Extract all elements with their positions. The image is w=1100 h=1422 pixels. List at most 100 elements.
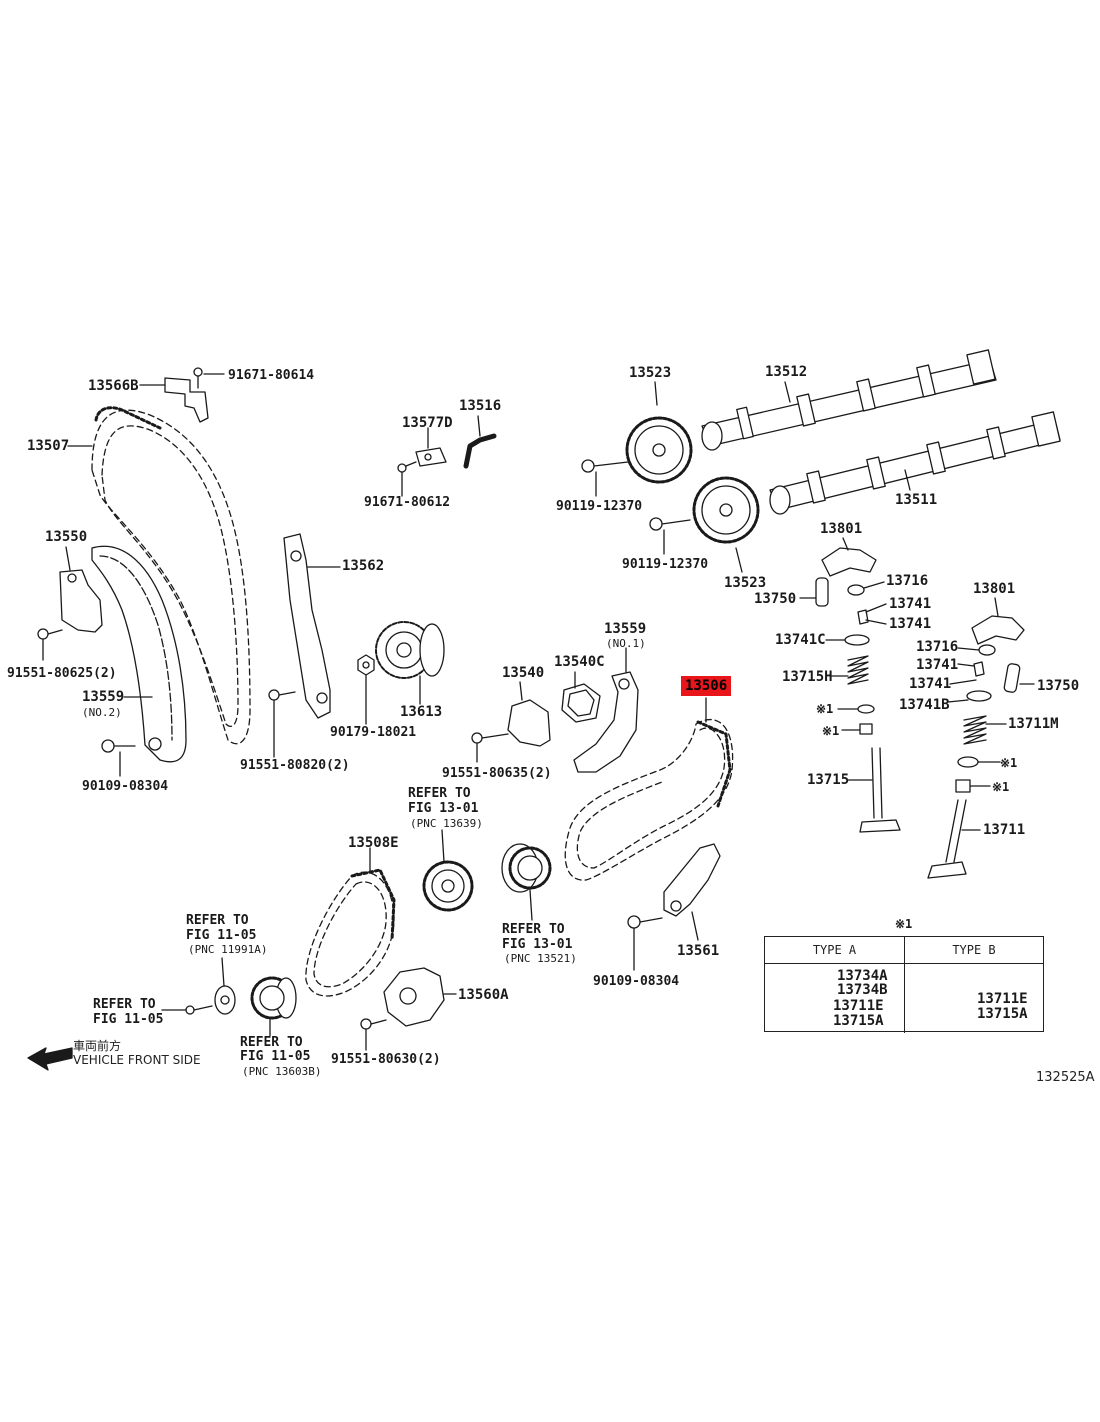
bolt-90109-08304-b (627, 915, 663, 971)
refer-bolt-line2[interactable]: FIG 11-05 (93, 1012, 164, 1027)
label-13741C[interactable]: 13741C (775, 632, 826, 648)
label-mark1-c[interactable]: ※1 (1000, 756, 1018, 770)
label-13613[interactable]: 13613 (400, 704, 443, 720)
label-13716-a[interactable]: 13716 (886, 573, 929, 589)
label-13550[interactable]: 13550 (45, 529, 88, 545)
label-91671-80612[interactable]: 91671-80612 (364, 495, 451, 510)
chain-slipper-13559-no1 (573, 647, 639, 773)
label-90179-18021[interactable]: 90179-18021 (330, 725, 417, 740)
shim-13716-b (957, 644, 996, 656)
label-13750-a[interactable]: 13750 (754, 591, 797, 607)
label-13741-d[interactable]: 13741 (909, 676, 952, 692)
label-mark1-b[interactable]: ※1 (822, 724, 840, 738)
label-13741B[interactable]: 13741B (899, 697, 950, 713)
label-91551-80820[interactable]: 91551-80820(2) (240, 758, 350, 773)
refer-13639-line2[interactable]: FIG 13-01 (408, 801, 479, 816)
label-13715H[interactable]: 13715H (782, 669, 833, 685)
label-13741-c[interactable]: 13741 (916, 657, 959, 673)
label-90119-12370-b[interactable]: 90119-12370 (622, 557, 709, 572)
label-13559-b[interactable]: 13559 (604, 621, 647, 637)
bolt-ref-11-05 (161, 1005, 213, 1015)
seal-mark1-d (955, 779, 991, 793)
label-13741-b[interactable]: 13741 (889, 616, 932, 632)
vehicle-front-en: VEHICLE FRONT SIDE (73, 1053, 201, 1067)
vehicle-front-arrow (27, 1047, 73, 1071)
cam-sprocket-13523-b (692, 476, 760, 573)
label-13512[interactable]: 13512 (765, 364, 808, 380)
label-13562[interactable]: 13562 (342, 558, 385, 574)
refer-13639-line3: (PNC 13639) (410, 817, 483, 830)
refer-13521-line2[interactable]: FIG 13-01 (502, 937, 573, 952)
label-13711M[interactable]: 13711M (1008, 716, 1059, 732)
label-mark1-d[interactable]: ※1 (992, 780, 1010, 794)
timing-chain-13507 (91, 406, 251, 745)
label-13716-b[interactable]: 13716 (916, 639, 959, 655)
label-13523-a[interactable]: 13523 (629, 365, 672, 381)
label-13540C[interactable]: 13540C (554, 654, 605, 670)
label-13507[interactable]: 13507 (27, 438, 70, 454)
type-table-header-rule (765, 963, 1043, 964)
nut-90179-18021 (357, 654, 375, 725)
seat-mark1-c (957, 756, 1001, 768)
label-13523-b[interactable]: 13523 (724, 575, 767, 591)
label-91671-80614[interactable]: 91671-80614 (228, 368, 315, 383)
valve-13711 (927, 799, 981, 879)
label-13750-b[interactable]: 13750 (1037, 678, 1080, 694)
label-91551-80625[interactable]: 91551-80625(2) (7, 666, 117, 681)
keeper-13741-a (857, 603, 887, 625)
label-13741-a[interactable]: 13741 (889, 596, 932, 612)
refer-13603B-line2[interactable]: FIG 11-05 (240, 1049, 311, 1064)
type-a-13711E[interactable]: 13711E (833, 998, 884, 1014)
timing-chain-13506 (564, 697, 734, 881)
bolt-91551-80630 (360, 1018, 387, 1051)
type-table: TYPE A TYPE B 13734A 13734B 13711E 13715… (764, 936, 1044, 1033)
type-b-13715A[interactable]: 13715A (977, 1006, 1028, 1022)
bolt-91551-80635 (471, 732, 509, 763)
valve-spring-13711M (963, 715, 1007, 745)
type-table-note: ※1 (895, 917, 913, 931)
rocker-arm-13801-b (971, 597, 1025, 645)
washer-ref-11991A (214, 957, 236, 1015)
plate-13577D (415, 427, 447, 467)
label-90109-08304-a[interactable]: 90109-08304 (82, 779, 169, 794)
lash-adjuster-13750-a (799, 577, 829, 607)
type-a-13734A[interactable]: 13734A (837, 968, 888, 984)
label-90109-08304-b[interactable]: 90109-08304 (593, 974, 680, 989)
type-a-13715A[interactable]: 13715A (833, 1013, 884, 1029)
sprocket-ref-13639 (422, 829, 474, 912)
label-13801-b[interactable]: 13801 (973, 581, 1016, 597)
keeper-13741-c (949, 661, 985, 685)
type-b-13711E[interactable]: 13711E (977, 991, 1028, 1007)
camshaft-13512 (701, 349, 997, 451)
label-13516[interactable]: 13516 (459, 398, 502, 414)
label-13559-a[interactable]: 13559 (82, 689, 125, 705)
sprocket-ref-13603B (250, 976, 297, 1037)
label-91551-80635[interactable]: 91551-80635(2) (442, 766, 552, 781)
cam-sprocket-13523-a (625, 381, 693, 484)
label-90119-12370-a[interactable]: 90119-12370 (556, 499, 643, 514)
refer-11991A-line2[interactable]: FIG 11-05 (186, 928, 257, 943)
refer-13603B-line3: (PNC 13603B) (242, 1065, 322, 1078)
label-13540[interactable]: 13540 (502, 665, 545, 681)
chain-guide-13562 (283, 533, 341, 719)
label-13560A[interactable]: 13560A (458, 987, 509, 1003)
diagram-id: 132525A (1036, 1070, 1095, 1085)
tensioner-13560A (383, 967, 457, 1027)
chain-guide-13561 (663, 843, 721, 941)
camshaft-13511 (769, 411, 1061, 515)
label-13511[interactable]: 13511 (895, 492, 938, 508)
label-13711[interactable]: 13711 (983, 822, 1026, 838)
label-13577D[interactable]: 13577D (402, 415, 453, 431)
label-mark1-a[interactable]: ※1 (816, 702, 834, 716)
type-a-13734B[interactable]: 13734B (837, 982, 888, 998)
refer-13603B-line1: REFER TO (240, 1035, 303, 1050)
label-13715[interactable]: 13715 (807, 772, 850, 788)
label-13508E[interactable]: 13508E (348, 835, 399, 851)
label-13506-highlighted[interactable]: 13506 (681, 676, 732, 696)
label-13561[interactable]: 13561 (677, 943, 720, 959)
type-b-header: TYPE B (952, 943, 996, 957)
retainer-13741C (825, 634, 870, 646)
label-13801-a[interactable]: 13801 (820, 521, 863, 537)
label-13566B[interactable]: 13566B (88, 378, 139, 394)
label-91551-80630[interactable]: 91551-80630(2) (331, 1052, 441, 1067)
